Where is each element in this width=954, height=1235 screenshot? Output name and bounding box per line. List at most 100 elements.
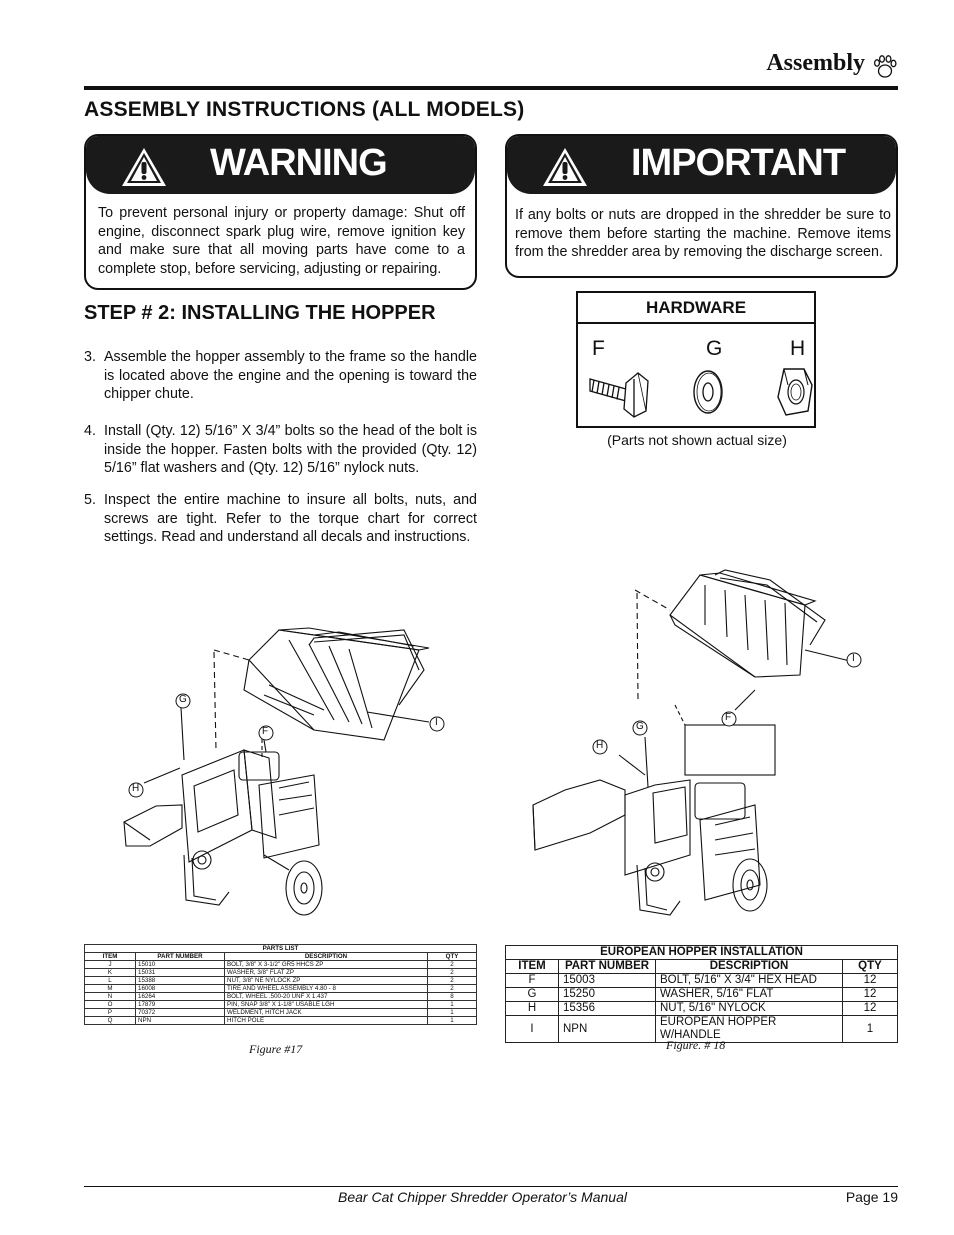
section-header: Assembly (766, 50, 865, 76)
step-text: Inspect the entire machine to insure all… (104, 492, 477, 545)
table-cell: 1 (427, 1008, 477, 1017)
callout-label: G (179, 694, 187, 705)
table-cell: I (505, 1015, 559, 1043)
step-text: Install (Qty. 12) 5/16” X 3/4” bolts so … (104, 423, 477, 476)
callout-label: F (725, 712, 732, 723)
column-header: DESCRIPTION (224, 952, 428, 961)
table-cell: PIN, SNAP 3/8" X 1-1/8" USABLE LGH (224, 1000, 428, 1009)
bear-paw-icon (873, 55, 897, 78)
callout-h (128, 782, 144, 798)
callout-g (175, 693, 191, 709)
callout-f (258, 725, 274, 741)
header-rule (84, 86, 898, 90)
step-number: 4. (84, 423, 96, 439)
warning-box: WARNING To prevent personal injury or pr… (84, 134, 477, 290)
warning-header: WARNING (86, 136, 475, 194)
table-cell: WELDMENT, HITCH JACK (224, 1008, 428, 1017)
table-cell: 15031 (135, 968, 225, 977)
table-cell: HITCH POLE (224, 1016, 428, 1025)
column-header: ITEM (84, 952, 136, 961)
table-cell: BOLT, 5/16" X 3/4" HEX HEAD (655, 973, 843, 988)
table-cell: 70372 (135, 1008, 225, 1017)
table-cell: EUROPEAN HOPPER W/HANDLE (655, 1015, 843, 1043)
table-cell: NPN (558, 1015, 656, 1043)
table-cell: 12 (842, 973, 898, 988)
chipper-diagram-standard (123, 627, 430, 916)
table-cell: 15356 (558, 1001, 656, 1016)
table-title: PARTS LIST (84, 944, 477, 953)
hardware-title: HARDWARE (578, 293, 814, 324)
table-cell: P (84, 1008, 136, 1017)
parts-list-table: PARTS LIST ITEM PART NUMBER DESCRIPTION … (84, 944, 477, 1025)
callout-label: H (596, 740, 604, 751)
table-cell: N (84, 992, 136, 1001)
callout-label: G (636, 721, 644, 732)
hardware-letter-h: H (790, 337, 806, 360)
table-cell: NPN (135, 1016, 225, 1025)
table-cell: Q (84, 1016, 136, 1025)
footer-rule (84, 1186, 898, 1187)
table-cell: NUT, 5/16" NYLOCK (655, 1001, 843, 1016)
callout-h (592, 739, 608, 755)
table-cell: 2 (427, 976, 477, 985)
table-cell: 15010 (135, 960, 225, 969)
hardware-box: HARDWARE F G H (576, 291, 816, 428)
table-cell: WASHER, 3/8" FLAT ZP (224, 968, 428, 977)
table-cell: O (84, 1000, 136, 1009)
table-cell: 15388 (135, 976, 225, 985)
figure-caption: Figure. # 18 (666, 1038, 726, 1052)
important-box: IMPORTANT If any bolts or nuts are dropp… (505, 134, 898, 278)
warning-triangle-icon (543, 148, 587, 186)
table-cell: 2 (427, 984, 477, 993)
callout-i (429, 716, 445, 732)
callout-label: H (132, 783, 140, 794)
table-title: EUROPEAN HOPPER INSTALLATION (505, 945, 898, 960)
table-cell: 8 (427, 992, 477, 1001)
european-hopper-table: EUROPEAN HOPPER INSTALLATION ITEM PART N… (505, 945, 898, 1043)
chipper-diagram-european (532, 569, 851, 916)
column-header: QTY (842, 959, 898, 974)
step-title: STEP # 2: INSTALLING THE HOPPER (84, 302, 436, 324)
hardware-letter-g: G (706, 337, 723, 360)
step-text: Assemble the hopper assembly to the fram… (104, 349, 477, 402)
bolt-icon (589, 372, 649, 418)
important-header: IMPORTANT (507, 136, 896, 194)
callout-f (721, 711, 737, 727)
table-cell: BOLT, WHEEL .500-20 UNF X 1.437 (224, 992, 428, 1001)
important-text: If any bolts or nuts are dropped in the … (515, 207, 891, 260)
step-number: 5. (84, 492, 96, 508)
column-header: PART NUMBER (558, 959, 656, 974)
callout-label: I (852, 653, 855, 664)
warning-text: To prevent personal injury or property d… (98, 205, 465, 277)
table-cell: 12 (842, 987, 898, 1002)
column-header: DESCRIPTION (655, 959, 843, 974)
table-cell: TIRE AND WHEEL ASSEMBLY 4.80 - 8 (224, 984, 428, 993)
callout-label: F (262, 726, 269, 737)
table-cell: G (505, 987, 559, 1002)
table-cell: 16264 (135, 992, 225, 1001)
table-cell: 1 (842, 1015, 898, 1043)
table-cell: L (84, 976, 136, 985)
table-cell: BOLT, 3/8" X 3-1/2" GR5 HHCS ZP (224, 960, 428, 969)
warning-word: WARNING (210, 142, 388, 184)
table-cell: J (84, 960, 136, 969)
table-cell: 15250 (558, 987, 656, 1002)
column-header: QTY (427, 952, 477, 961)
footer-manual-title: Bear Cat Chipper Shredder Operator’s Man… (338, 1189, 627, 1205)
table-cell: 15003 (558, 973, 656, 988)
table-cell: 1 (427, 1000, 477, 1009)
table-cell: F (505, 973, 559, 988)
section-title: ASSEMBLY INSTRUCTIONS (ALL MODELS) (84, 98, 525, 121)
important-word: IMPORTANT (631, 142, 846, 184)
figure-caption: Figure #17 (249, 1042, 303, 1056)
hardware-note: (Parts not shown actual size) (607, 432, 787, 448)
washer-icon (693, 370, 723, 414)
